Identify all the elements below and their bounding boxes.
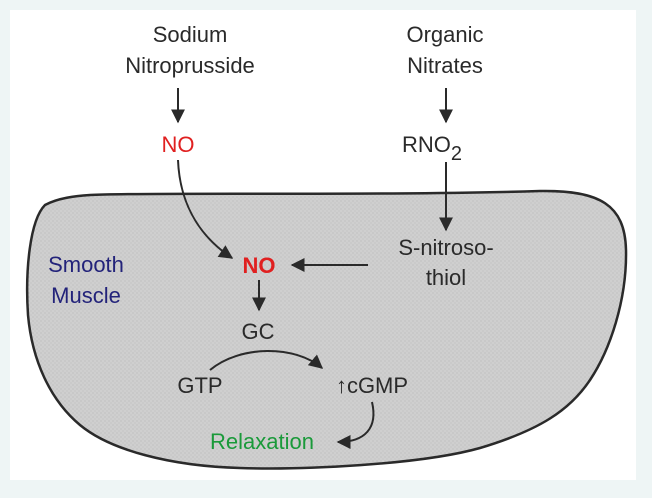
sodium-nitroprusside-label-line2: Nitroprusside bbox=[125, 53, 255, 78]
no-inside-label: NO bbox=[243, 253, 276, 278]
cgmp-label: ↑cGMP bbox=[336, 373, 408, 398]
organic-nitrates-label-line1: Organic bbox=[406, 22, 483, 47]
rno2-subscript: 2 bbox=[451, 143, 462, 165]
smooth-muscle-label-line2: Muscle bbox=[51, 283, 121, 308]
s-nitrosothiol-label-line1: S-nitroso- bbox=[398, 235, 493, 260]
no-outside-label: NO bbox=[162, 132, 195, 157]
smooth-muscle-label-line1: Smooth bbox=[48, 252, 124, 277]
arrow-cgmp-to-relaxation bbox=[336, 401, 375, 449]
rno2-base: RNO bbox=[402, 132, 451, 157]
organic-nitrates-label-line2: Nitrates bbox=[407, 53, 483, 78]
arrow-no-into-cell bbox=[177, 159, 234, 259]
sodium-nitroprusside-label-line1: Sodium bbox=[153, 22, 228, 47]
gc-label: GC bbox=[242, 319, 275, 344]
gtp-label: GTP bbox=[177, 373, 222, 398]
arrow-gtp-to-cgmp bbox=[209, 350, 324, 371]
rno2-label: RNO2 bbox=[402, 132, 462, 165]
relaxation-label: Relaxation bbox=[210, 429, 314, 454]
smooth-muscle-cell bbox=[25, 189, 628, 470]
s-nitrosothiol-label-line2: thiol bbox=[426, 265, 466, 290]
